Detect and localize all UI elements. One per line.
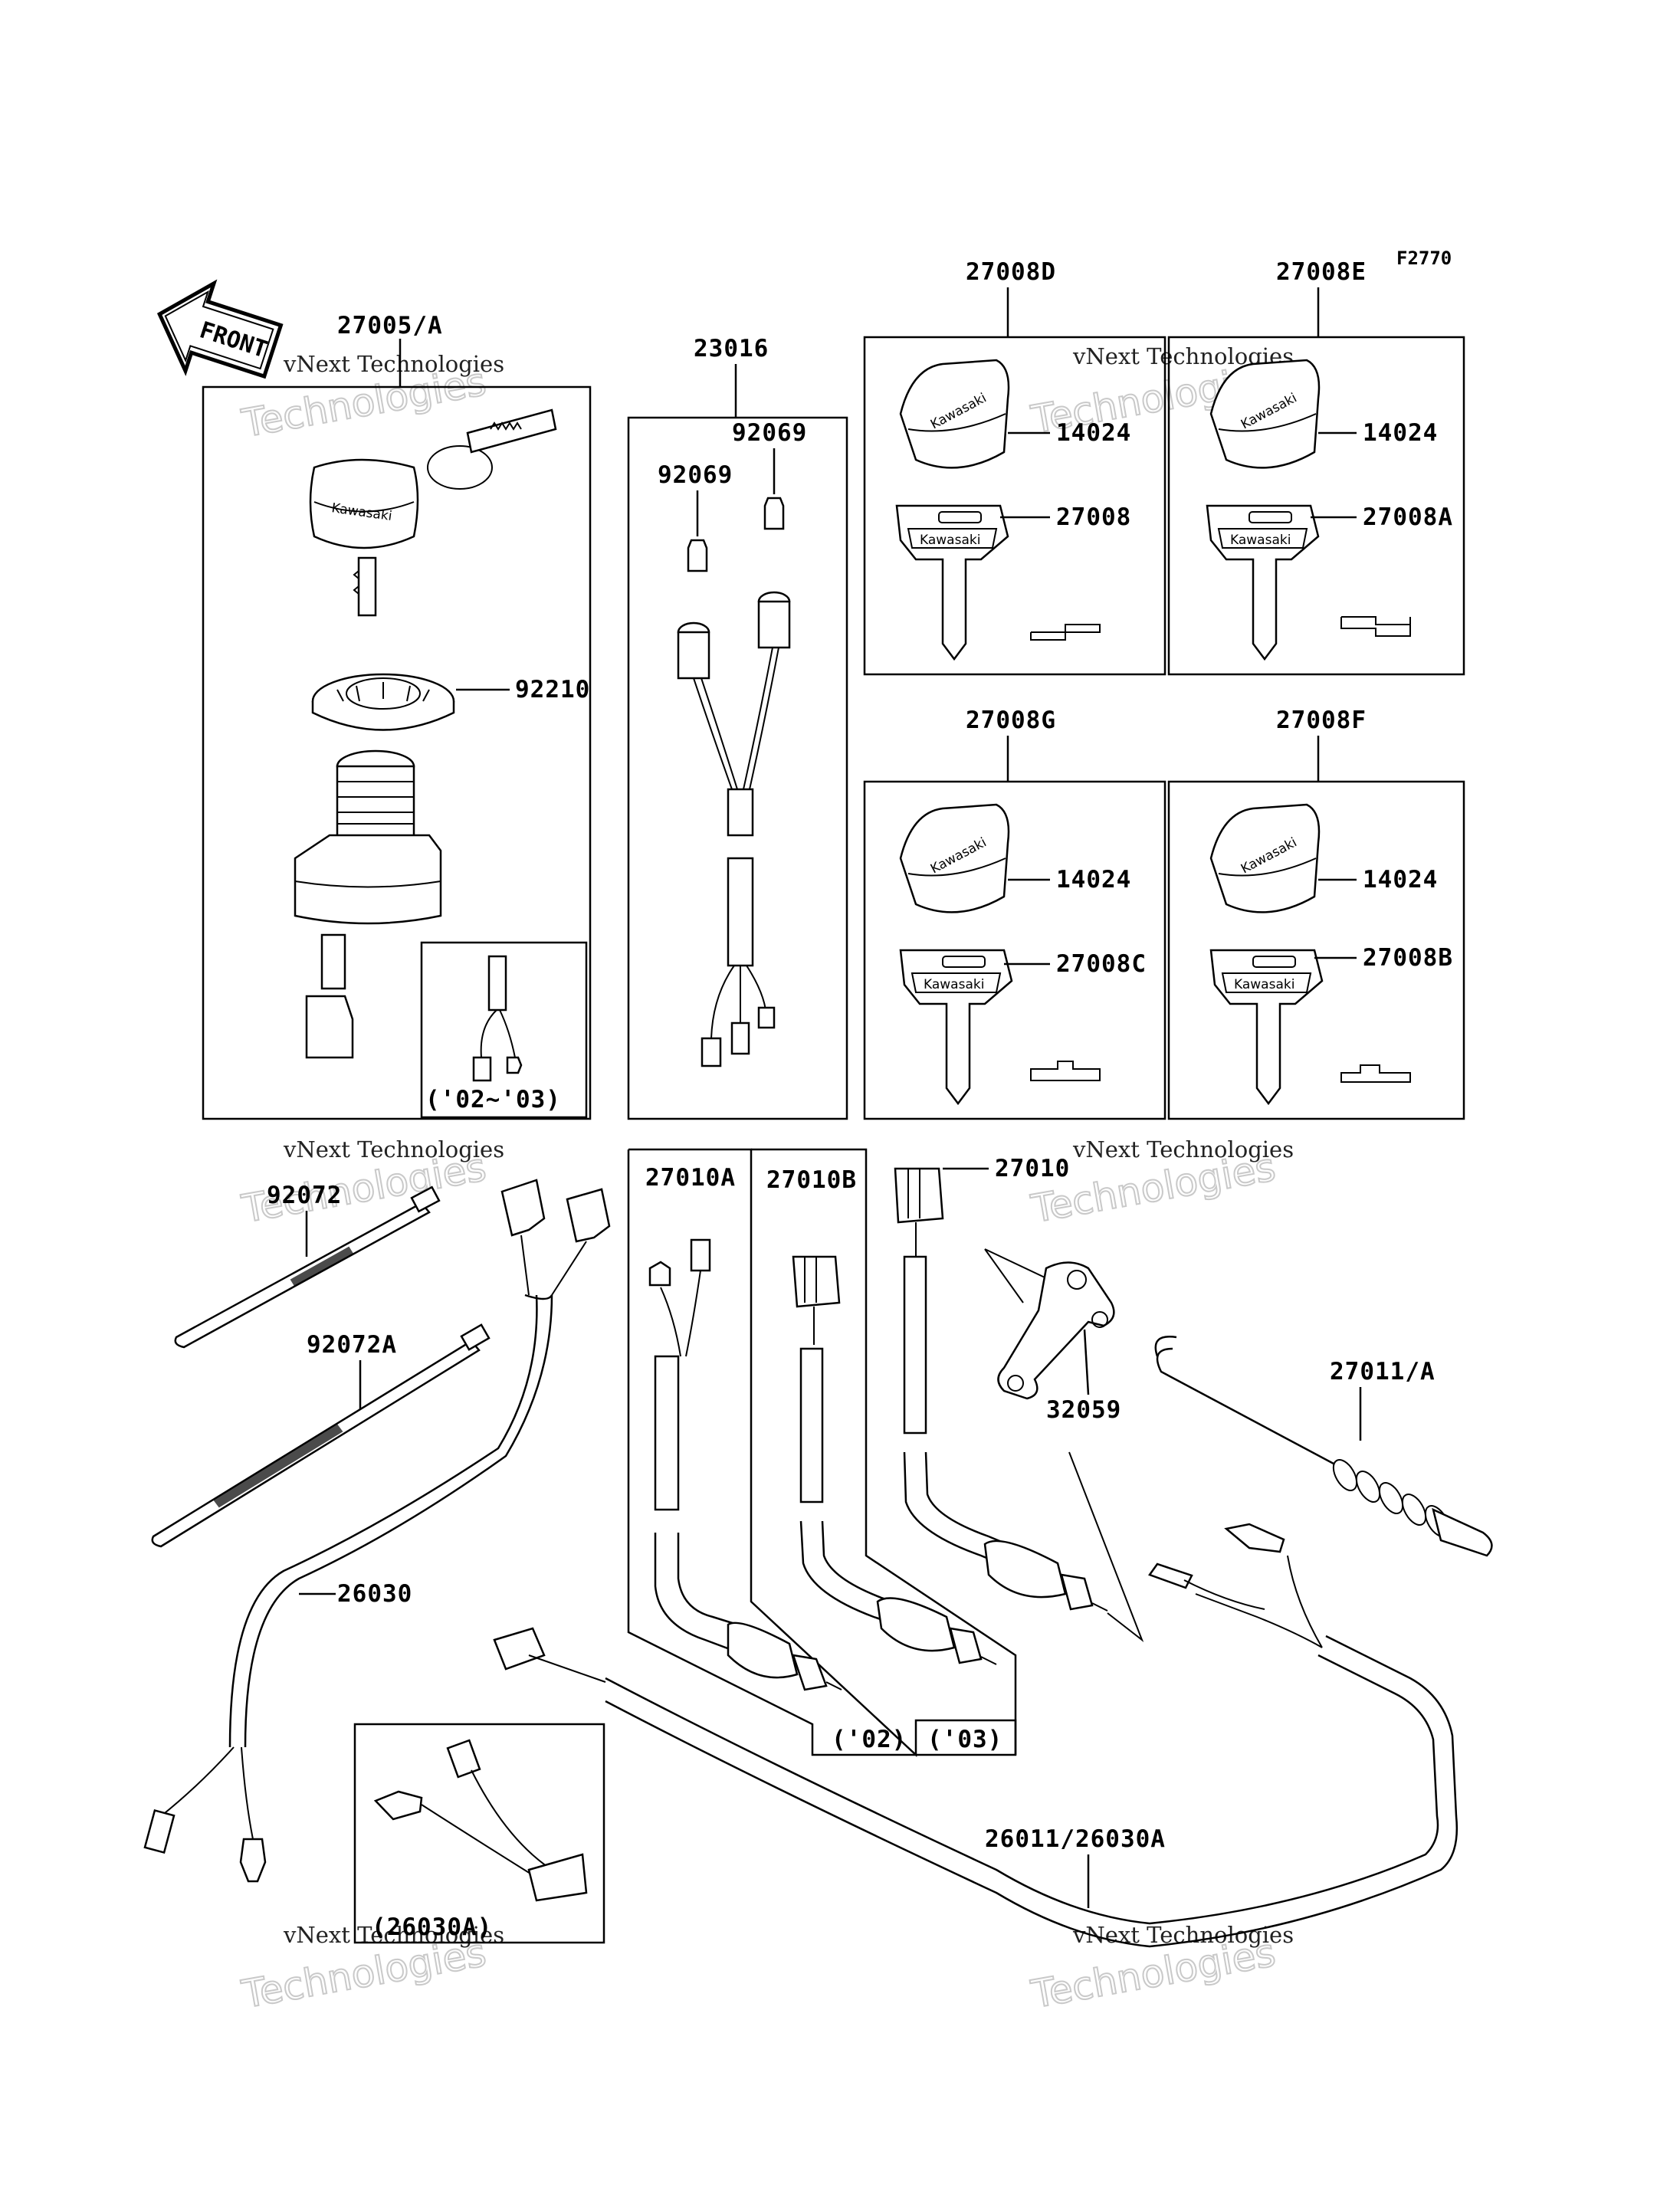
- lead-26011-group: 26011/26030A: [493, 1523, 1458, 1948]
- svg-text:vNext Technologies: vNext Technologies: [1072, 1136, 1294, 1162]
- label-27008f: 27008F: [1276, 707, 1367, 734]
- knob-icon: Kawasaki: [899, 803, 1010, 913]
- knob-icon: Kawasaki: [899, 359, 1010, 469]
- lead-26030-group: 26030 (26030A): [143, 1179, 611, 1944]
- key-cut-profile-icon: [1030, 1061, 1101, 1081]
- label-26030: 26030: [337, 1580, 412, 1608]
- svg-text:vNext Technologies: vNext Technologies: [283, 1922, 504, 1948]
- label-14024-f: 14024: [1363, 866, 1438, 894]
- ignition-key-icon: Kawasaki: [309, 408, 557, 617]
- label-92072a: 92072A: [307, 1331, 397, 1359]
- lead-variant-inset: [353, 1723, 605, 1944]
- lead-variant-connector-icon: [373, 1739, 588, 1902]
- switch-27010a-icon: [648, 1238, 842, 1691]
- label-27008b: 27008B: [1363, 944, 1453, 972]
- label-27011-a: 27011/A: [1330, 1358, 1436, 1385]
- label-32059: 32059: [1046, 1396, 1121, 1424]
- key-set-27008g-group: 27008G Kawasaki 14024 Kawasaki 27008C: [863, 707, 1166, 1120]
- knob-icon: Kawasaki: [1209, 359, 1321, 469]
- main-lead-icon: [493, 1523, 1458, 1948]
- label-lead-variant: (26030A): [372, 1913, 492, 1941]
- spring-coil-icon: [1332, 1459, 1493, 1557]
- knob-icon: Kawasaki: [1209, 803, 1321, 913]
- label-ignition-years: ('02~'03): [425, 1086, 561, 1113]
- key-set-27008e-box: [1167, 336, 1465, 676]
- key-set-27008f-group: 27008F Kawasaki 14024 Kawasaki 27008B: [1167, 707, 1465, 1120]
- label-23016: 23016: [694, 335, 769, 362]
- ignition-variant-inset: [420, 941, 588, 1119]
- watermark-1: vNext Technologies Technologies: [238, 351, 504, 447]
- label-27008: 27008: [1056, 503, 1131, 531]
- ignition-switch-group: 27005/A Kawasaki 92210: [202, 312, 592, 1120]
- label-26011-26030a: 26011/26030A: [985, 1825, 1166, 1853]
- key-set-27008g-box: [863, 780, 1166, 1120]
- label-92072: 92072: [267, 1182, 342, 1209]
- switch-27010b-icon: [792, 1255, 997, 1665]
- key-blank-icon: Kawasaki: [895, 504, 1009, 661]
- key-blank-icon: Kawasaki: [1209, 949, 1324, 1106]
- switch-group: 27010A 27010B 27010: [627, 1148, 1108, 1757]
- key-set-27008e-group: 27008E Kawasaki 14024 Kawasaki 27008A: [1167, 258, 1465, 676]
- front-direction-arrow-icon: FRONT: [156, 279, 284, 379]
- ignition-switch-body-icon: [294, 749, 442, 1059]
- label-year-03: ('03): [927, 1726, 1002, 1753]
- label-27010: 27010: [995, 1155, 1070, 1182]
- label-year-02: ('02): [832, 1726, 907, 1753]
- harness-box: [627, 416, 848, 1120]
- svg-text:Kawasaki: Kawasaki: [1234, 977, 1294, 992]
- band-92072-group: 92072 92072A: [151, 1182, 491, 1548]
- label-27008g: 27008G: [966, 707, 1056, 734]
- label-92210: 92210: [515, 676, 590, 703]
- ignition-variant-connector-icon: [472, 955, 523, 1082]
- label-92069-right: 92069: [732, 419, 807, 447]
- key-set-27008d-group: 27008D Kawasaki 14024 Kawasaki 27008: [863, 258, 1166, 676]
- label-27005-a: 27005/A: [337, 312, 443, 339]
- bracket-32059-group: 32059: [984, 1248, 1144, 1643]
- label-14024-e: 14024: [1363, 419, 1438, 447]
- key-set-27008f-box: [1167, 780, 1465, 1120]
- label-14024-g: 14024: [1056, 866, 1131, 894]
- cap-92069-icon: [687, 497, 785, 572]
- svg-text:vNext Technologies: vNext Technologies: [283, 1136, 504, 1162]
- ignition-switch-box: [202, 385, 592, 1120]
- label-27008a: 27008A: [1363, 503, 1453, 531]
- svg-text:Kawasaki: Kawasaki: [924, 977, 984, 992]
- key-set-27008d-box: [863, 336, 1166, 676]
- key-cut-profile-icon: [1340, 616, 1411, 637]
- key-blank-icon: Kawasaki: [899, 949, 1013, 1106]
- svg-text:vNext Technologies: vNext Technologies: [1072, 1922, 1294, 1948]
- bracket-icon: [997, 1261, 1115, 1400]
- svg-text:Kawasaki: Kawasaki: [920, 533, 980, 548]
- lead-26030-icon: [143, 1179, 611, 1883]
- label-27008c: 27008C: [1056, 950, 1147, 978]
- spring-rod-icon: [1154, 1336, 1334, 1465]
- switch-27010-icon: [894, 1167, 1108, 1612]
- label-14024-d: 14024: [1056, 419, 1131, 447]
- key-blank-icon: Kawasaki: [1206, 504, 1320, 661]
- label-27008d: 27008D: [966, 258, 1056, 286]
- figure-code: F2770: [1396, 248, 1452, 269]
- label-27010a: 27010A: [645, 1164, 736, 1192]
- watermark-6: vNext Technologies Technologies: [1027, 1922, 1294, 2018]
- key-cut-profile-icon: [1030, 624, 1101, 641]
- label-27008e: 27008E: [1276, 258, 1367, 286]
- key-cut-profile-icon: [1340, 1064, 1411, 1083]
- label-27010b: 27010B: [766, 1166, 857, 1194]
- harness-wiring-icon: [677, 591, 791, 1067]
- label-92069-left: 92069: [658, 461, 733, 489]
- nut-92210-icon: [311, 673, 455, 731]
- harness-group: 23016 92069 92069: [627, 335, 848, 1120]
- spring-27011-group: 27011/A: [1154, 1336, 1493, 1557]
- svg-text:Kawasaki: Kawasaki: [1230, 533, 1291, 548]
- watermark-4: vNext Technologies Technologies: [1027, 1136, 1294, 1232]
- svg-text:vNext Technologies: vNext Technologies: [283, 351, 504, 377]
